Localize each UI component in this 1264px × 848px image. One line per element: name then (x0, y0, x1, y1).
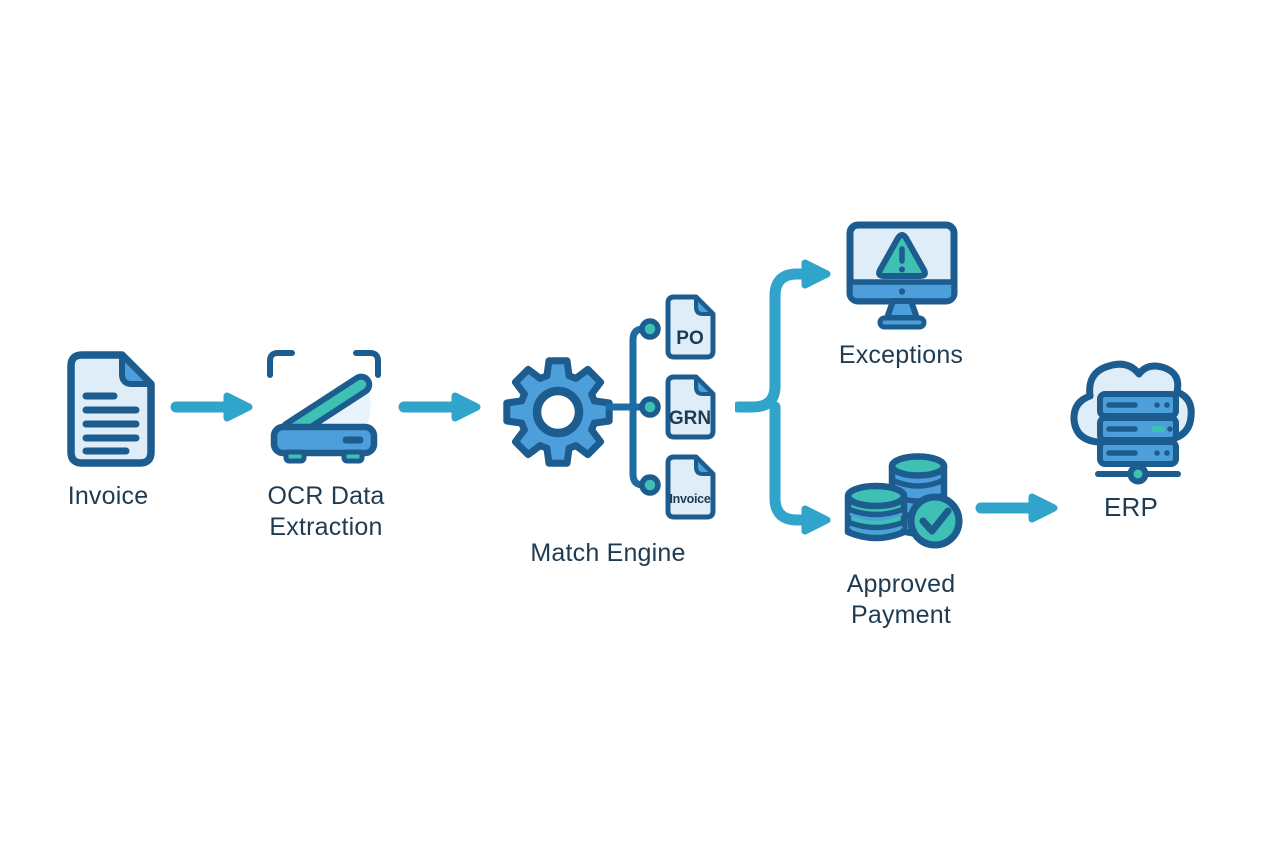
gear-icon (503, 357, 613, 467)
erp-label: ERP (1103, 492, 1159, 522)
flow-arrow-ocr-to-match (398, 392, 481, 422)
document-invoice: Invoice (664, 454, 716, 520)
ocr-label: OCR Data Extraction (267, 482, 385, 541)
invoice-document-icon (67, 351, 155, 467)
document-po-icon (665, 294, 716, 360)
decision-fork-arrows (735, 259, 831, 535)
document-grn-label: GRN (668, 408, 712, 429)
match-documents-connector (606, 318, 661, 496)
flow-arrow-invoice-to-ocr (170, 392, 253, 422)
approved-payment-label: Approved Payment (846, 570, 956, 629)
document-po-label: PO (676, 328, 704, 349)
document-po: PO (664, 294, 716, 360)
monitor-warning-icon (846, 221, 958, 330)
coins-check-icon (844, 453, 963, 549)
document-invoice-icon (665, 454, 716, 520)
scanner-icon (267, 350, 381, 464)
document-invoice-label: Invoice (669, 492, 711, 506)
invoice-label: Invoice (67, 482, 149, 510)
document-grn-icon (665, 374, 716, 440)
flow-arrow-approved-to-erp (975, 493, 1058, 523)
cloud-server-icon (1070, 360, 1195, 485)
match-engine-label: Match Engine (530, 539, 686, 567)
exceptions-label: Exceptions (838, 341, 964, 369)
document-grn: GRN (664, 374, 716, 440)
